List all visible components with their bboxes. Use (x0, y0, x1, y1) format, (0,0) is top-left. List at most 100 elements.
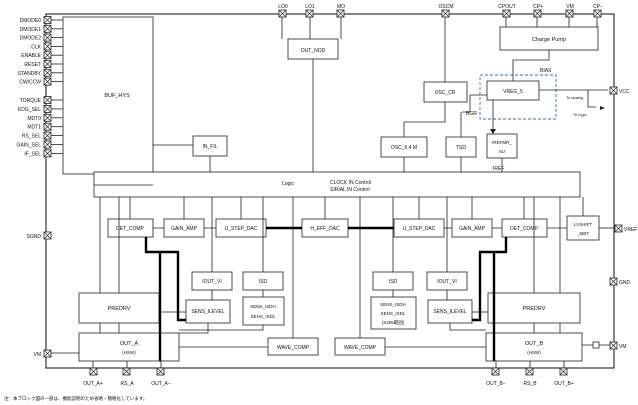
lvshift-block (566, 215, 600, 241)
sens-isd-b-block (370, 296, 417, 330)
pin-vm-left-label: VM (34, 352, 42, 358)
left-pin-cross (43, 60, 52, 68)
vreg-block (486, 80, 540, 101)
osc-cr-label: OSC_CR (435, 90, 456, 96)
vm-right-node (592, 341, 600, 349)
to-logic-label: To logic (573, 112, 587, 117)
sens-ilevel-b-label: SENS_ILEVEL (433, 309, 467, 315)
pin-vm-right-label: VM (619, 344, 627, 350)
left-pin-label: DMODE0 (20, 18, 42, 24)
predrv-a-label: PREDRV (108, 306, 131, 312)
pin-out-a-minus-label: OUT_A− (151, 381, 171, 387)
out-nod-label: OUT_NOD (301, 48, 326, 54)
u-step-dac-b-label: U_STEP_DAC (403, 226, 436, 232)
osc-64m-label: OSC_6.4 M (391, 145, 417, 151)
pin-lo1-label: LO1 (305, 4, 315, 10)
left-pin-cross (43, 122, 52, 131)
irefmr-label-2: 5U (499, 149, 505, 154)
logic-block (93, 171, 581, 198)
chip-boundary (45, 13, 615, 369)
irefmr-block (486, 133, 518, 159)
buf-hys-label: BUF_HYS (104, 93, 130, 99)
predrv-b-label: PREDRV (523, 306, 546, 312)
isd-b-label: ISD (389, 279, 398, 285)
sens-ilevel-a-label: SENS_ILEVEL (191, 309, 225, 315)
left-pin-label: MDT1 (27, 125, 41, 131)
left-pin-label: DMODE1 (20, 27, 42, 33)
left-pin-label: DMODE2 (20, 36, 42, 42)
to-analog-label: To analog (566, 95, 583, 100)
left-pin-cross (43, 16, 52, 24)
out-b-label: OUT_B (525, 341, 544, 347)
sens-isdh-a-label: SENS_ISDH (250, 304, 276, 309)
det-comp-b-label: DET_COMP (510, 226, 538, 232)
out-b-hsw-label: (HSW) (527, 350, 541, 355)
det-comp-a-label: DET_COMP (116, 226, 144, 232)
left-pin-label: GAIN_SEL (17, 143, 42, 149)
h-eff-dac-label: H_EFF_DAC (310, 226, 340, 232)
pin-mo-label: MO (337, 4, 345, 10)
logic-label: Logic (282, 181, 294, 187)
vreg-label: VREG_5 (503, 89, 523, 95)
pin-cpout-label: CPOUT (498, 4, 516, 10)
pin-cp-minus-label: CP− (593, 4, 603, 10)
irefmr-label-1: IREFMR_ (492, 140, 512, 145)
sens-isd-a-block (242, 296, 285, 326)
left-pin-cross (43, 33, 52, 42)
pin-oscm-label: OSCM (439, 4, 454, 10)
charge-pump-label: Charge Pump (532, 37, 566, 43)
left-pin-label: ENABLE (21, 53, 41, 59)
sens-isdh-b-label: SENS_ISDH (380, 302, 406, 307)
left-pin-label: RESET (24, 62, 41, 68)
predrv-a-block (78, 292, 160, 324)
wave-comp-a-label: WAVE_COMP (277, 345, 310, 351)
pin-out-b-plus-label: OUT_B+ (554, 381, 574, 387)
left-pin-label: CW/CCW (19, 80, 41, 86)
out-b-block (485, 332, 583, 362)
left-pin-cross (43, 77, 52, 86)
top-pin-group: LO0 LO1 MO OSCM CPOUT CP+ VM CP− (278, 4, 603, 18)
left-pin-label: STANDBY (18, 71, 42, 77)
pin-rs-a-label: RS_A (120, 381, 134, 387)
left-pin-cross (43, 131, 52, 140)
iout-vi-a-label: IOUT_VI (202, 279, 221, 285)
gain-amp-a-label: GAIN_AMP (171, 226, 198, 232)
in-fil-label: IN_FIL (202, 144, 217, 150)
pin-out-a-plus-label: OUT_A+ (83, 381, 103, 387)
bgr-label: BGR (466, 111, 477, 117)
left-pin-cross (43, 105, 52, 113)
footnote: 注：本ブロック図の一部は、機能説明のため省略・簡略化しています。 (4, 395, 147, 402)
serial-in-label: SIRIAL IN Control (330, 187, 370, 193)
gain-amp-b-label: GAIN_AMP (459, 226, 486, 232)
sens-isdl-b-note: (S285範囲) (382, 319, 405, 326)
left-pin-cross (43, 140, 52, 149)
left-pin-cross (43, 114, 52, 122)
left-pin-cross (43, 51, 52, 59)
left-pin-label: RS_SEL (22, 134, 41, 140)
isd-a-label: ISD (259, 279, 268, 285)
tsd-label: TSD (456, 145, 466, 151)
buf-hys-block (62, 16, 154, 175)
left-pin-label: IF_SEL (24, 151, 41, 157)
pin-vcc-label: VCC (619, 89, 630, 95)
pin-lo0-label: LO0 (278, 4, 288, 10)
out-a-block (78, 332, 180, 362)
left-pin-cross (43, 25, 52, 33)
sens-isdl-a-label: SENS_ISDL (251, 314, 276, 319)
lvshift-label-2: _6BIT (576, 231, 589, 236)
pin-sgnd-label: SGND (27, 234, 42, 240)
pin-rs-b-label: RS_B (523, 381, 537, 387)
left-pin-label: MDT0 (27, 116, 41, 122)
left-pin-label: EDG_SEL (18, 107, 41, 113)
bottom-pin-group: OUT_A+ RS_A OUT_A− OUT_B− RS_B OUT_B+ (83, 367, 574, 387)
left-pin-label: CLK (31, 44, 41, 50)
bias-label: BIAS (540, 68, 552, 74)
left-pin-cross (43, 149, 52, 158)
wave-comp-b-label: WAVE_COMP (344, 345, 377, 351)
pin-cp-plus-label: CP+ (533, 4, 543, 10)
iout-vi-b-label: IOUT_VI (437, 279, 456, 285)
iref-label: IREF (493, 166, 504, 172)
u-step-dac-a-label: U_STEP_DAC (225, 226, 258, 232)
